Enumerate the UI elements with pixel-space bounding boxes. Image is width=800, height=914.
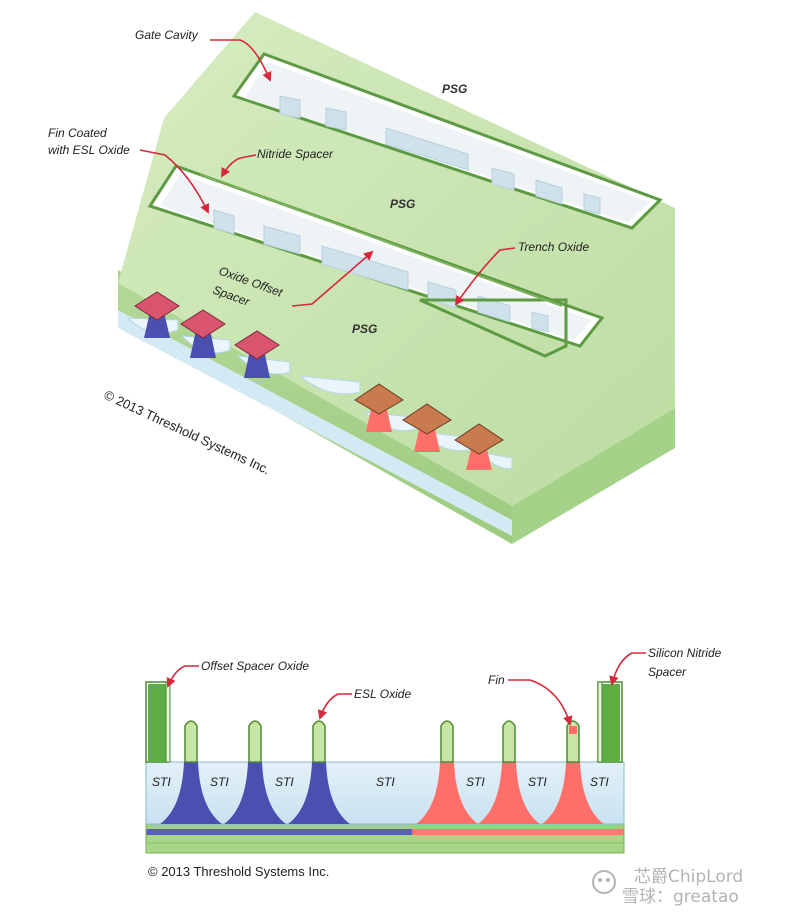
- label-fin: Fin: [488, 673, 505, 687]
- psg-label-3: PSG: [352, 322, 377, 336]
- label-fin-coated-2: with ESL Oxide: [48, 143, 130, 157]
- block-right-face: [512, 408, 675, 544]
- top-copyright: © 2013 Threshold Systems Inc.: [102, 387, 273, 477]
- substrate-green-bottom: [146, 835, 624, 853]
- callout-fin: [508, 679, 573, 726]
- callout-offset-spacer: [166, 665, 199, 688]
- bottom-cross-section: STI STI STI STI STI STI STI: [145, 646, 722, 879]
- sti-label-6: STI: [528, 775, 547, 789]
- substrate-red-right: [412, 829, 624, 835]
- label-nitride-spacer: Nitride Spacer: [257, 147, 334, 161]
- bottom-copyright: © 2013 Threshold Systems Inc.: [148, 864, 329, 879]
- top-3d-diagram: PSG PSG PSG Gate Cavity Fin Coated with …: [48, 12, 675, 544]
- pfet-fins-front: [144, 312, 270, 378]
- substrate-green-top: [146, 824, 624, 829]
- label-esl-oxide: ESL Oxide: [354, 687, 411, 701]
- pfet-fin-bodies: [160, 762, 350, 824]
- label-silicon-nitride-1: Silicon Nitride: [648, 646, 722, 660]
- label-trench-oxide: Trench Oxide: [518, 240, 589, 254]
- gate-cavity-trench-3: [419, 298, 568, 358]
- sti-label-7: STI: [590, 775, 609, 789]
- left-spacer: [145, 681, 171, 763]
- gate-caps-front: [134, 291, 504, 455]
- sti-label-5: STI: [466, 775, 485, 789]
- watermark-line-1: 芯爵ChipLord: [634, 867, 743, 887]
- watermark-line-2: 雪球：greatao: [622, 887, 739, 907]
- callout-nitride-spacer: [221, 154, 257, 178]
- psg-label-1: PSG: [442, 82, 467, 96]
- callout-silicon-nitride: [609, 652, 646, 686]
- sti-label-1: STI: [152, 775, 171, 789]
- sti-label-4: STI: [376, 775, 395, 789]
- watermark: 芯爵ChipLord 雪球：greatao: [592, 867, 743, 907]
- right-spacer: [597, 681, 623, 763]
- callout-gate-cavity: [210, 39, 272, 82]
- callout-oxide-offset: [291, 250, 374, 307]
- label-offset-spacer-oxide: Offset Spacer Oxide: [201, 659, 309, 673]
- sti-strip-front: [118, 310, 512, 536]
- fin-tops: [184, 720, 580, 763]
- sti-label-3: STI: [275, 775, 294, 789]
- substrate-purple-left: [146, 829, 412, 835]
- psg-label-2: PSG: [390, 197, 415, 211]
- callout-fin-coated: [139, 149, 209, 214]
- trench-outline: [199, 173, 563, 307]
- callout-esl-oxide: [317, 693, 352, 720]
- sti-label-2: STI: [210, 775, 229, 789]
- nfet-fins-front: [366, 405, 492, 470]
- gate-cavity-trench-1: [231, 52, 663, 230]
- sti-region: [145, 761, 625, 825]
- label-gate-cavity: Gate Cavity: [135, 28, 199, 42]
- callout-trench-oxide: [454, 247, 516, 306]
- label-silicon-nitride-2: Spacer: [648, 665, 687, 679]
- nfet-fin-bodies: [416, 762, 604, 824]
- label-fin-coated-1: Fin Coated: [48, 126, 107, 140]
- watermark-logo-icon: [592, 870, 616, 894]
